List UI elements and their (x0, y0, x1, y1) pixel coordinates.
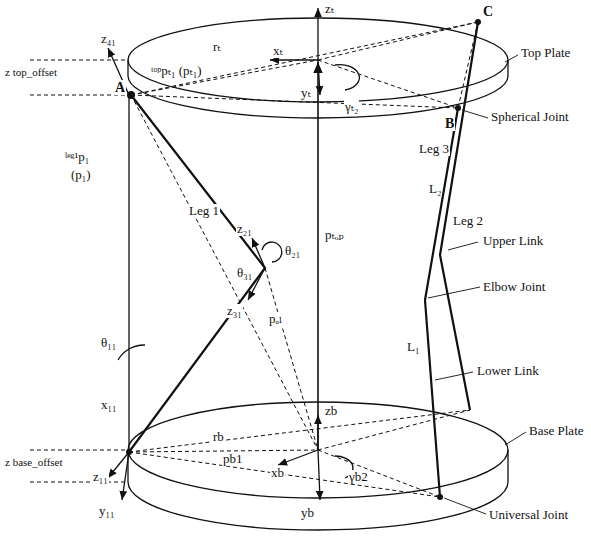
annotation-label: xb (270, 466, 285, 480)
annotation-label: Universal Joint (488, 508, 569, 522)
annotation-label: Spherical Joint (490, 110, 570, 124)
annotation-label: L₁ (406, 340, 420, 354)
annotation-label: x₁₁ (100, 398, 118, 412)
annotation-label: z₃₁ (226, 304, 243, 318)
annotation-label: rₜ (212, 40, 222, 54)
annotation-label: y₁₁ (98, 504, 116, 518)
annotation-label: Upper Link (482, 234, 544, 248)
annotation-label: z top_offset (4, 66, 58, 78)
annotation-label: Base Plate (528, 424, 585, 438)
annotation-label: z₄₁ (100, 32, 117, 46)
annotation-label: z₁₁ (92, 470, 109, 484)
annotation-label: pₐₗ (268, 312, 283, 326)
annotation-label: ˡᵉᵍ¹p₁ (64, 150, 90, 164)
annotation-label: γₜ₂ (344, 100, 359, 114)
annotation-label: Elbow Joint (482, 280, 546, 294)
annotation-label: A (114, 80, 126, 95)
annotation-label: z₂₁ (236, 222, 253, 236)
annotation-label: rb (212, 430, 225, 444)
annotation-label: Top Plate (520, 46, 571, 60)
annotation-label: yₜ (300, 86, 312, 100)
annotation-label: pₜₒₚ (324, 228, 345, 242)
annotation-label: θ₃₁ (236, 266, 253, 280)
annotation-label: θ₂₁ (284, 244, 301, 258)
annotation-label: z base_offset (4, 456, 64, 468)
annotation-label: Lower Link (476, 364, 540, 378)
annotation-label: B (444, 116, 455, 131)
annotation-label: γb2 (348, 470, 369, 484)
annotation-label: Leg 2 (452, 214, 484, 228)
annotation-label: pb1 (222, 452, 244, 466)
annotation-label: zₜ (324, 2, 335, 16)
annotation-label: Leg 1 (188, 204, 220, 218)
annotation-label: zb (324, 404, 338, 418)
annotation-label: ᵗᵒᵖpₜ₁ (pₜ₁) (150, 64, 203, 78)
annotation-label: (p₁) (70, 168, 92, 182)
annotation-label: yb (300, 506, 315, 520)
annotation-label: L₂ (428, 182, 442, 196)
annotation-label: xₜ (272, 44, 284, 58)
annotation-label: C (482, 4, 494, 19)
annotation-label: θ₁₁ (100, 336, 117, 350)
annotation-label: Leg 3 (418, 142, 450, 156)
